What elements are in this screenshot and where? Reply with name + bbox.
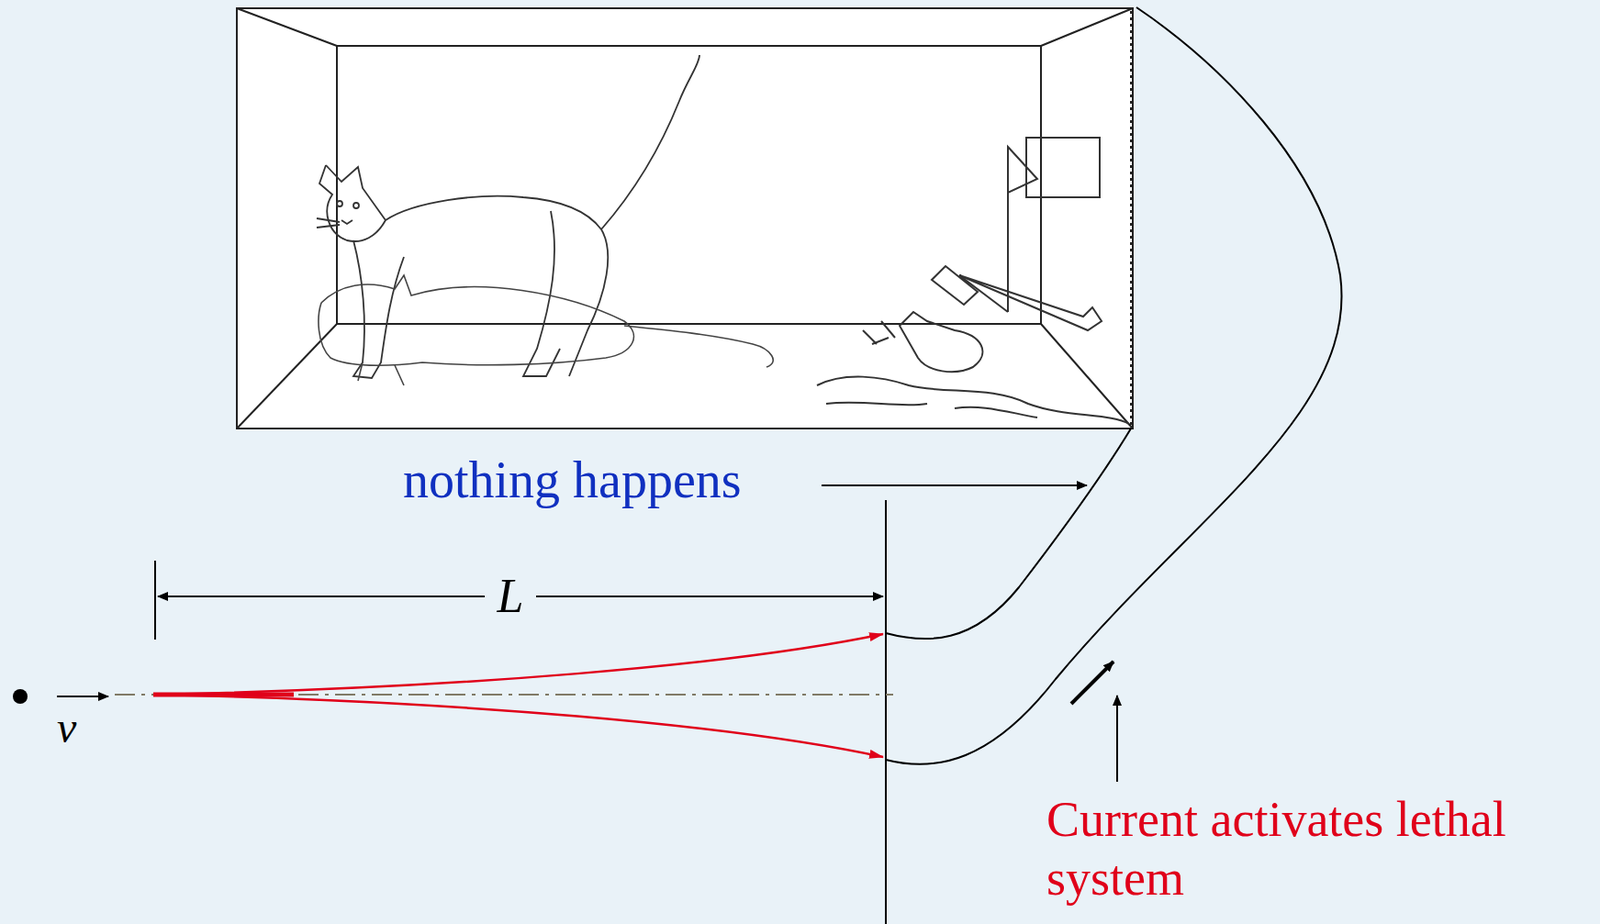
current-arrow (1071, 661, 1114, 705)
particle (12, 689, 28, 705)
callout-label: Current activates lethal system (1046, 791, 1589, 908)
dimension-line (155, 560, 884, 640)
dead-cat (318, 275, 773, 386)
standing-cat (316, 55, 700, 379)
split-beam (153, 634, 884, 758)
dimension-label: L (484, 568, 538, 625)
beam-axis (114, 693, 894, 696)
cat-box (236, 8, 1133, 429)
velocity-arrow (56, 695, 109, 698)
detector-screen (884, 500, 887, 924)
outcome-label: nothing happens (402, 449, 742, 511)
wire (885, 7, 1343, 765)
leader-arrow (1116, 695, 1119, 783)
velocity-label: v (56, 702, 77, 755)
leader-arrow (821, 484, 1087, 487)
poison-mechanism (816, 137, 1130, 425)
